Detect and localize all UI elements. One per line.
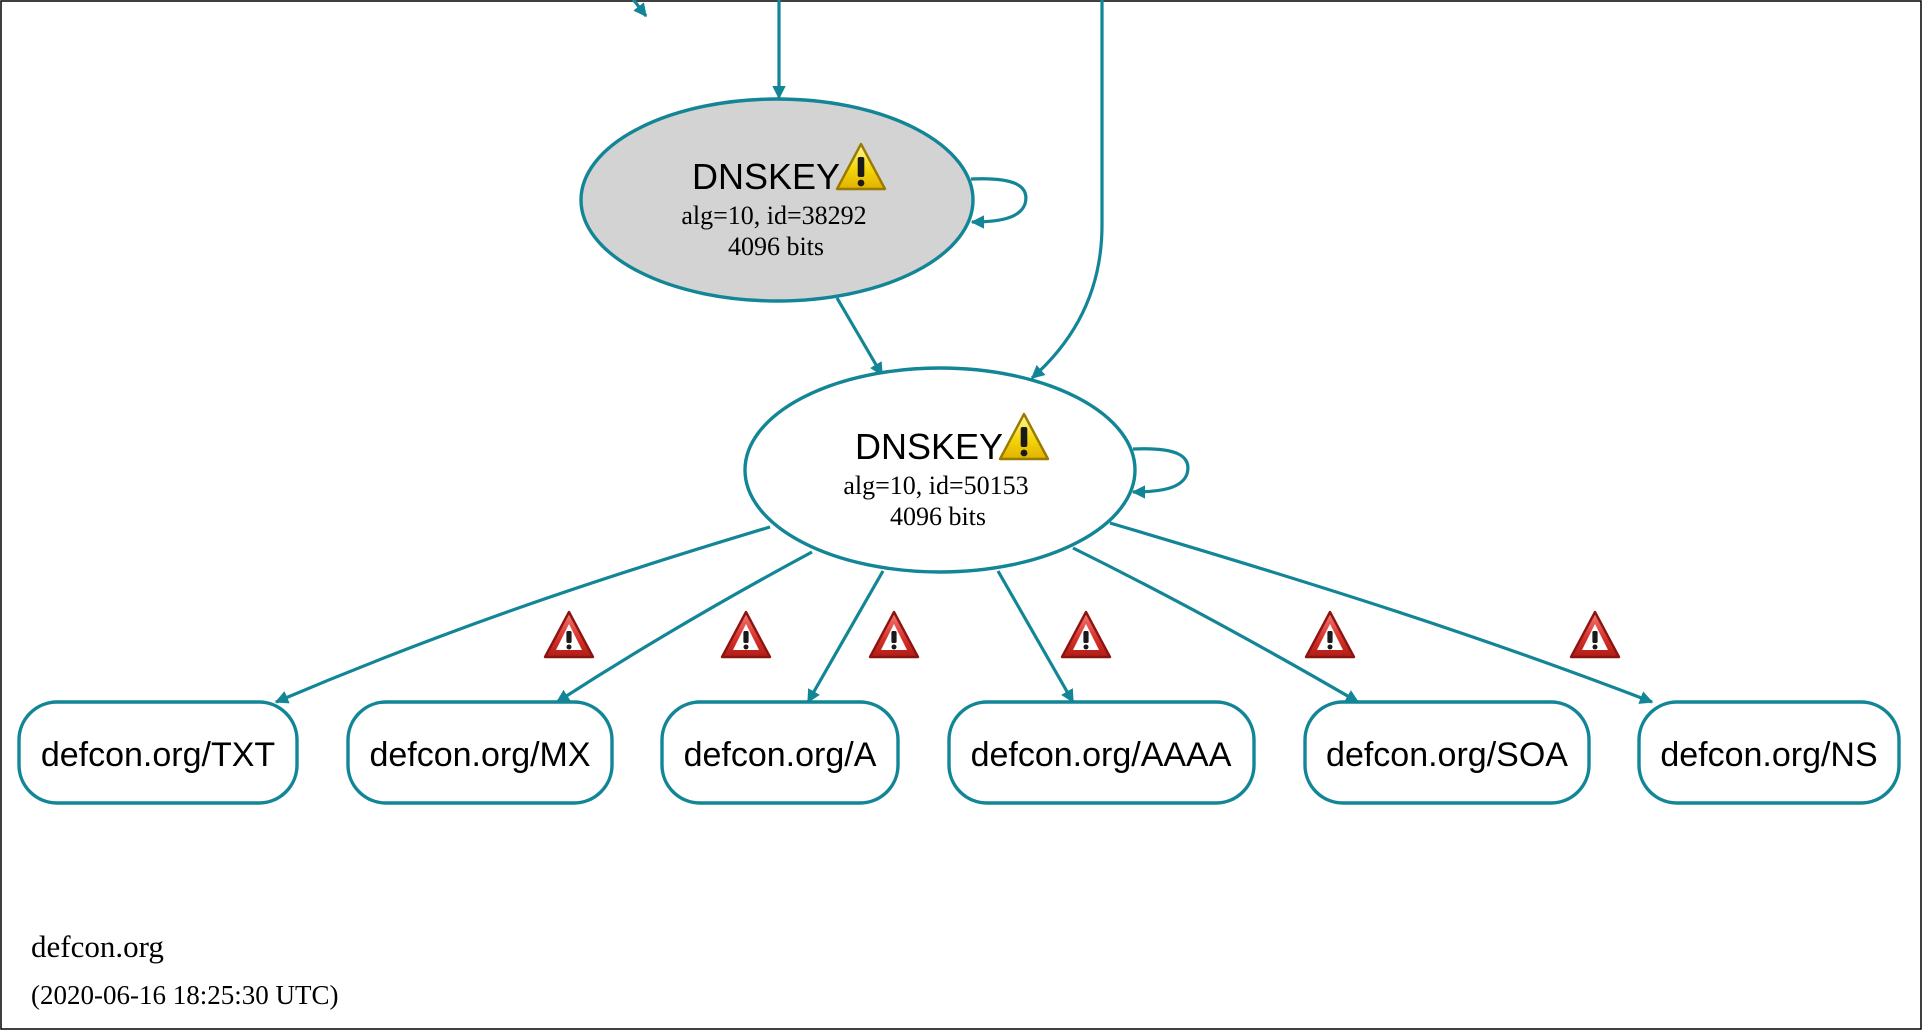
dnskey-zsk-node[interactable]: DNSKEY alg=10, id=50153 4096 bits	[743, 366, 1137, 574]
rrset-label: defcon.org/MX	[369, 736, 590, 774]
dnskey-ksk-detail: alg=10, id=38292	[681, 201, 866, 230]
dnskey-zsk-size: 4096 bits	[890, 502, 986, 531]
edge-zsk-to-soa	[1072, 546, 1360, 704]
rrset-box	[346, 700, 614, 805]
rrset-label: defcon.org/NS	[1660, 736, 1877, 774]
rrset-label: defcon.org/AAAA	[971, 736, 1232, 774]
dnskey-ksk-node[interactable]: DNSKEY alg=10, id=38292 4096 bits	[579, 97, 975, 303]
dnskey-zsk-title: DNSKEY	[855, 426, 1003, 467]
rrset-node-soa[interactable]: defcon.org/SOA	[1303, 700, 1591, 805]
rrset-node-a[interactable]: defcon.org/A	[660, 700, 900, 805]
edge-zsk-to-aaaa	[996, 570, 1075, 704]
edge-ksk-to-zsk	[835, 297, 884, 377]
rrset-box	[17, 700, 299, 805]
rrset-label: defcon.org/SOA	[1326, 736, 1568, 774]
rrset-node-ns[interactable]: defcon.org/NS	[1637, 700, 1901, 805]
signature-edges	[274, 521, 1654, 704]
zone-name: defcon.org	[31, 929, 164, 964]
dnskey-zsk-detail: alg=10, id=50153	[843, 471, 1028, 500]
dnskey-zsk-ellipse	[743, 366, 1137, 574]
edge-zsk-to-txt	[274, 525, 771, 704]
dnskey-ksk-size: 4096 bits	[728, 232, 824, 261]
rrset-box	[1303, 700, 1591, 805]
incoming-edges	[631, 0, 1104, 380]
rrset-box	[660, 700, 900, 805]
edge-zsk-to-ns	[1109, 521, 1654, 704]
rrset-box	[1637, 700, 1901, 805]
dnskey-ksk-title: DNSKEY	[692, 156, 840, 197]
analysis-timestamp: (2020-06-16 18:25:30 UTC)	[31, 980, 338, 1010]
edge-ksk-self	[970, 177, 1028, 229]
dnskey-ksk-ellipse	[579, 97, 975, 303]
edge-zsk-to-mx	[555, 550, 813, 704]
rrset-label: defcon.org/TXT	[41, 736, 275, 774]
edge-zsk-to-a	[806, 570, 885, 704]
rrset-node-txt[interactable]: defcon.org/TXT	[17, 700, 299, 805]
edge-zsk-self	[1131, 447, 1190, 499]
rrset-label: defcon.org/A	[684, 736, 877, 774]
rrset-node-mx[interactable]: defcon.org/MX	[346, 700, 614, 805]
rrset-box	[947, 700, 1256, 805]
edge-ds-to-zsk	[1030, 0, 1104, 380]
rrset-node-aaaa[interactable]: defcon.org/AAAA	[947, 700, 1256, 805]
edge-partial-top-left	[631, 0, 648, 18]
